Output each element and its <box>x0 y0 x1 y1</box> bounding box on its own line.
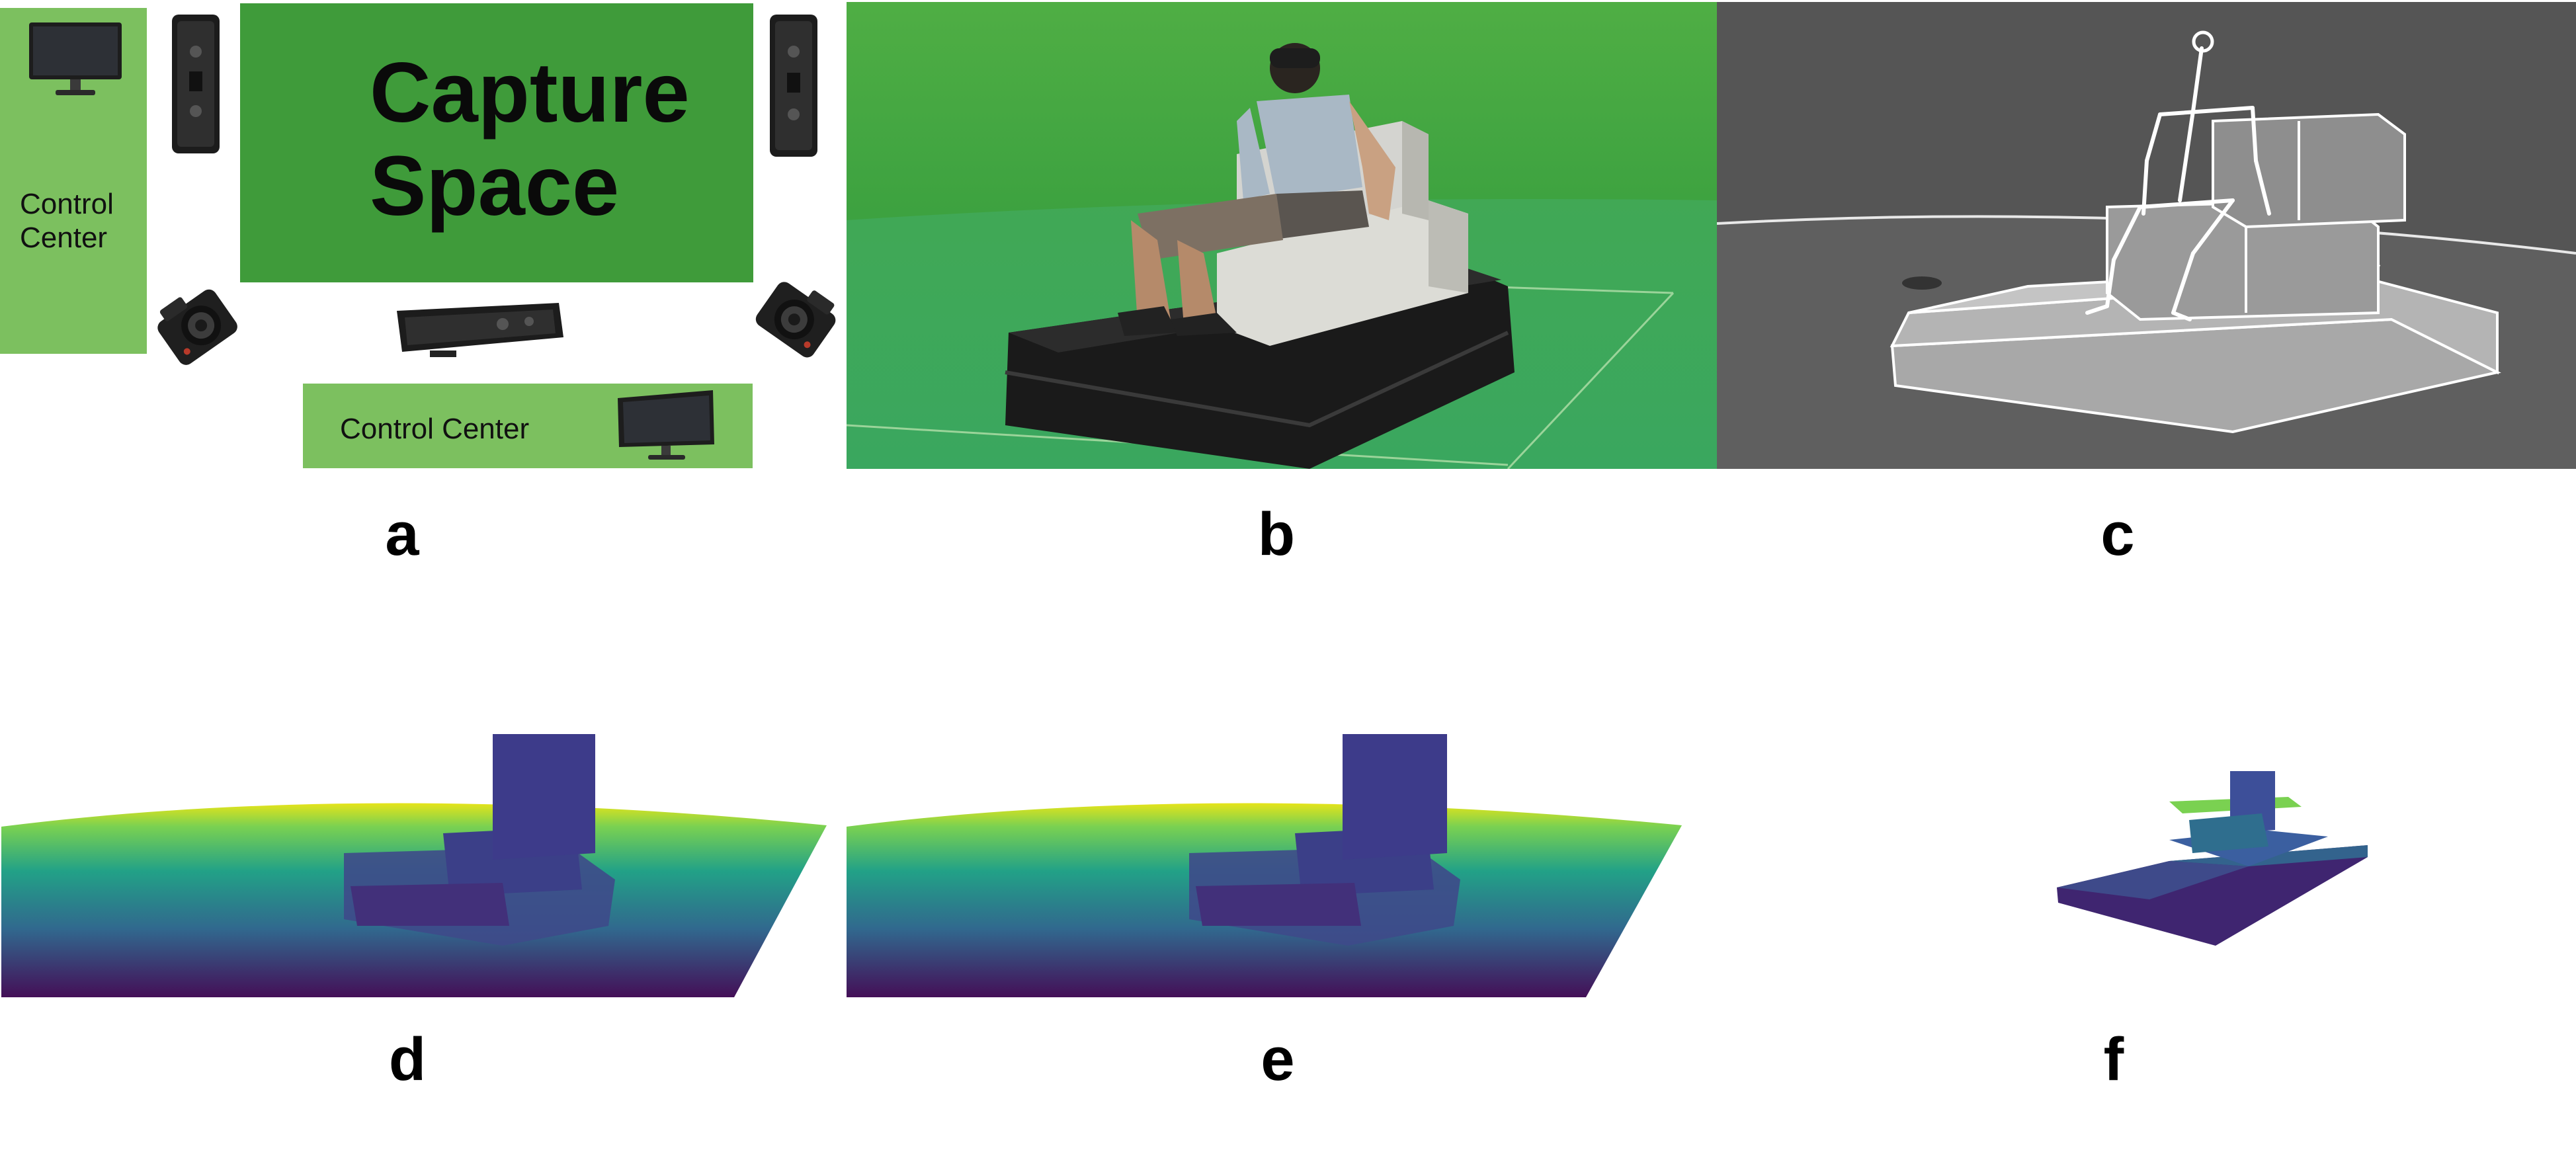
panel-label-c: c <box>2100 501 2135 568</box>
panel-e-depth <box>845 727 1685 1005</box>
depth-sensor-icon <box>163 12 228 157</box>
capture-title-line2: Space <box>370 138 620 233</box>
depth-sensor-icon <box>761 12 825 161</box>
panel-label-b: b <box>1257 501 1296 568</box>
capture-title-line1: Capture <box>370 46 690 140</box>
panel-label-e: e <box>1261 1026 1295 1093</box>
monitor-icon <box>614 388 726 466</box>
camera-icon <box>149 274 248 380</box>
panel-f-depth <box>2050 767 2381 952</box>
panel-d-depth <box>0 727 833 1005</box>
capture-space: Capture Space <box>240 3 753 282</box>
control-center-left: Control Center <box>0 8 147 354</box>
panel-c-skeleton <box>1717 2 2576 469</box>
control-center-left-line1: Control <box>20 188 114 220</box>
panel-a: Control Center Capture Space <box>0 0 847 476</box>
depth-sensor-icon <box>390 291 569 364</box>
camera-icon <box>744 268 847 377</box>
panel-label-d: d <box>388 1026 427 1093</box>
panel-b-photo <box>847 2 1717 469</box>
monitor-icon <box>26 20 124 99</box>
control-center-left-line2: Center <box>20 221 108 254</box>
control-center-bottom-label: Control Center <box>340 413 530 445</box>
control-center-bottom: Control Center <box>303 384 753 468</box>
panel-label-f: f <box>2103 1026 2124 1093</box>
panel-label-a: a <box>385 501 419 568</box>
